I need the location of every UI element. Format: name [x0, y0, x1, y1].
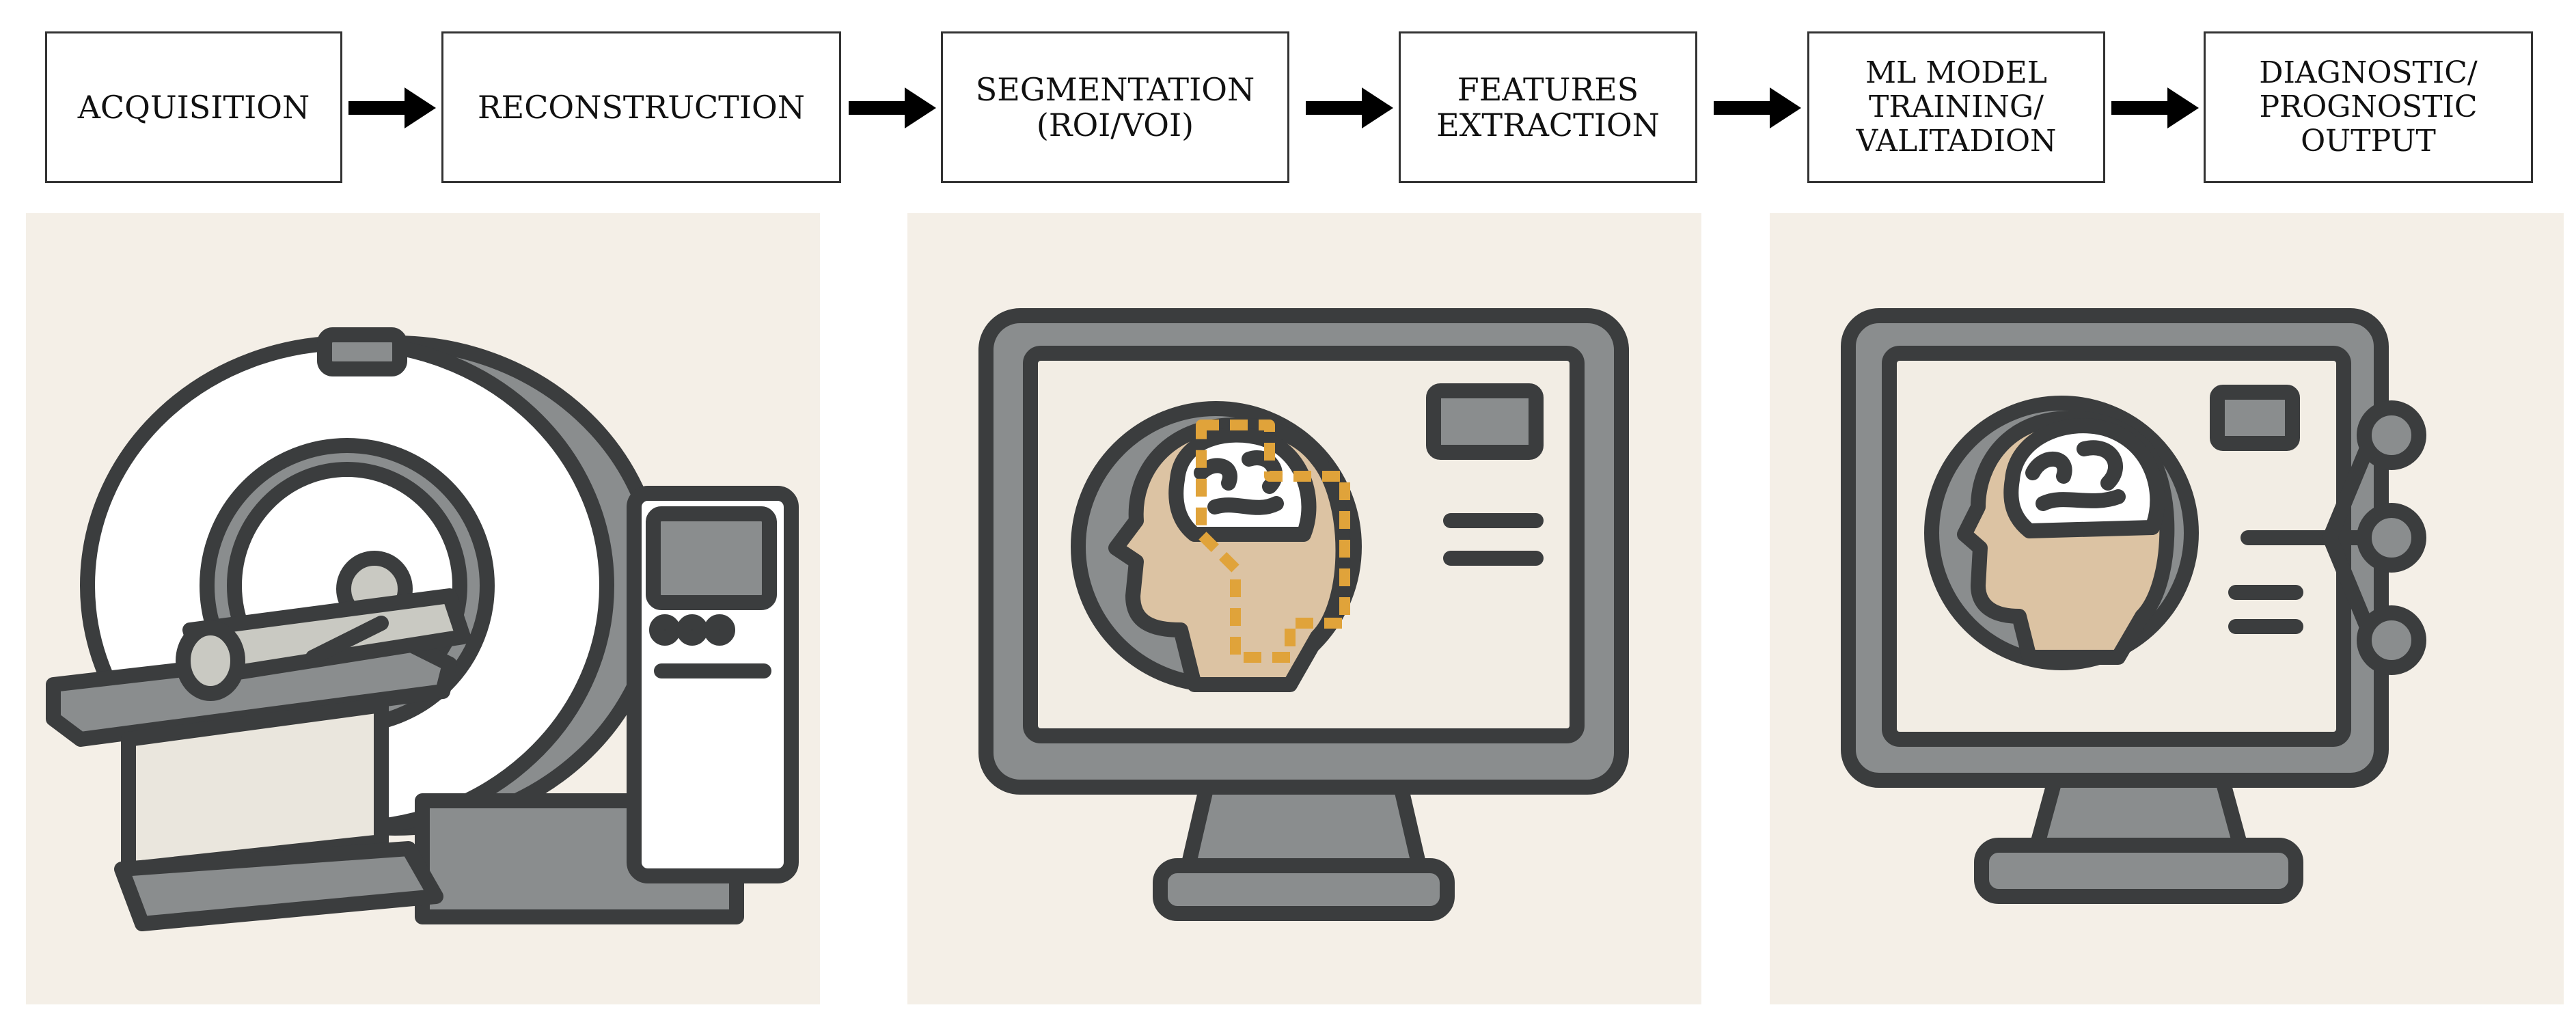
arrow-icon: [1306, 87, 1393, 128]
step-features-extraction: FEATURES EXTRACTION: [1399, 31, 1697, 183]
step-label-line-2: PROGNOSTIC: [2259, 90, 2478, 124]
step-label-line-3: VALITADION: [1856, 124, 2057, 159]
arrow-icon: [849, 87, 936, 128]
step-label-line-3: OUTPUT: [2301, 124, 2436, 159]
step-label-line-1: DIAGNOSTIC/: [2259, 55, 2478, 90]
ct-scanner-panel: [26, 213, 820, 1004]
ml-output-panel: [1770, 213, 2564, 1004]
ct-scanner-icon: [26, 213, 820, 1004]
monitor-ml-output-icon: [1770, 213, 2564, 1004]
monitor-segmentation-icon: [907, 213, 1701, 1004]
step-label: ACQUISITION: [77, 89, 310, 126]
step-reconstruction: RECONSTRUCTION: [441, 31, 841, 183]
step-label-line-2: TRAINING/: [1869, 90, 2044, 124]
arrow-icon: [348, 87, 436, 128]
step-label-line-2: EXTRACTION: [1436, 107, 1660, 143]
step-label-line-1: FEATURES: [1457, 71, 1639, 108]
step-diagnostic-output: DIAGNOSTIC/ PROGNOSTIC OUTPUT: [2204, 31, 2533, 183]
segmentation-panel: [907, 213, 1701, 1004]
step-ml-model: ML MODEL TRAINING/ VALITADION: [1807, 31, 2105, 183]
step-acquisition: ACQUISITION: [45, 31, 342, 183]
step-segmentation: SEGMENTATION (ROI/VOI): [941, 31, 1289, 183]
step-label: RECONSTRUCTION: [478, 89, 805, 126]
step-label-line-1: ML MODEL: [1865, 55, 2047, 90]
arrow-icon: [1714, 87, 1801, 128]
arrow-icon: [2111, 87, 2199, 128]
step-label-line-1: SEGMENTATION: [975, 71, 1255, 108]
step-label-line-2: (ROI/VOI): [1036, 107, 1194, 143]
